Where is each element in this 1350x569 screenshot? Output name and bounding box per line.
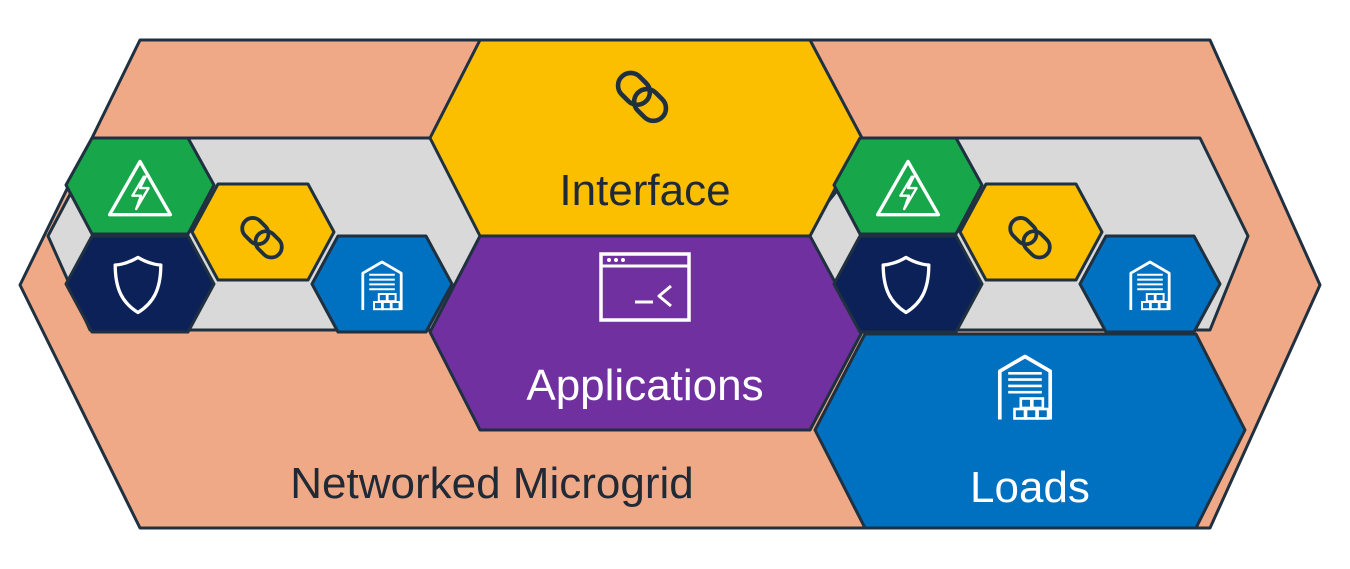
applications-hex — [428, 234, 864, 432]
right-security-hex — [832, 234, 984, 334]
loads-hex — [813, 332, 1247, 530]
networked-microgrid-label: Networked Microgrid — [290, 459, 693, 508]
interface-label: Interface — [559, 166, 730, 215]
loads-label: Loads — [970, 463, 1090, 512]
left-security-hex — [64, 234, 216, 334]
applications-label: Applications — [526, 361, 763, 410]
terminal-window-icon — [599, 252, 691, 322]
